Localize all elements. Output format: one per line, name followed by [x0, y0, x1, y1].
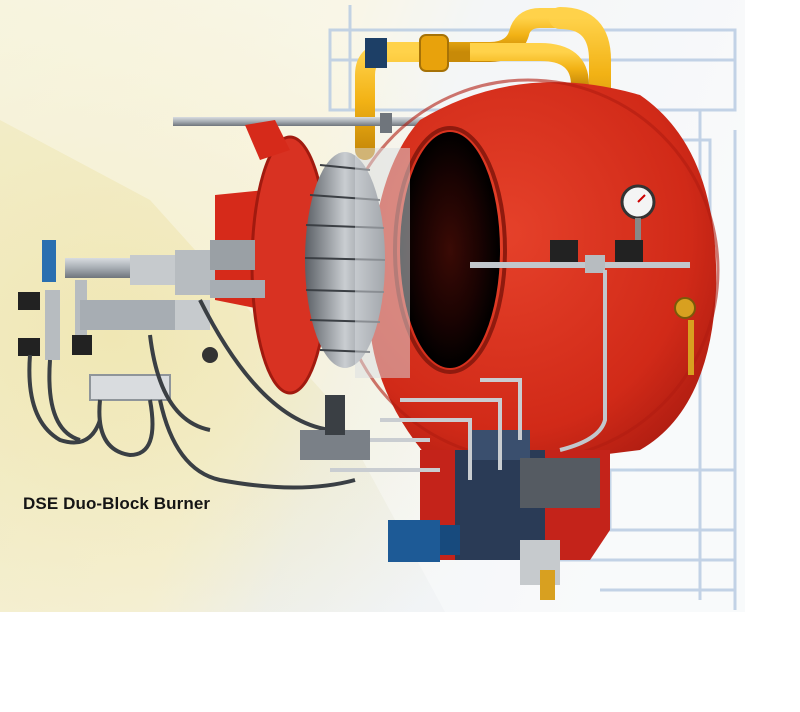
burner-caption: DSE Duo-Block Burner — [23, 494, 211, 513]
side-piping — [470, 240, 696, 452]
control-box — [300, 378, 600, 560]
fan-impeller — [304, 148, 410, 378]
motor — [388, 520, 560, 600]
top-rod — [173, 113, 438, 133]
pressure-gauge — [620, 184, 656, 248]
gas-pipe — [355, 7, 611, 160]
fuel-valve-train — [18, 240, 265, 401]
hoses — [27, 299, 356, 490]
